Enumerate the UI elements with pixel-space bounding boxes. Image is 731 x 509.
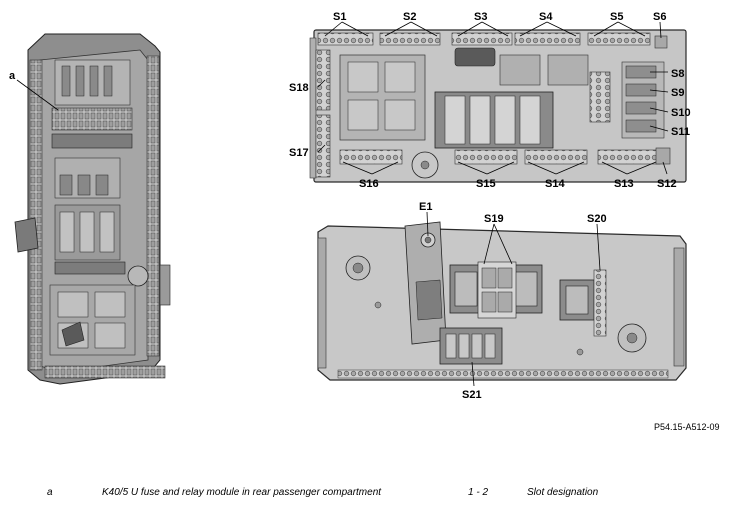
label-s3: S3 [474,11,487,23]
label-s2: S2 [403,11,416,23]
label-s13: S13 [614,178,634,190]
label-s12: S12 [657,178,677,190]
label-e1: E1 [419,201,432,213]
leader-line-a [16,79,59,111]
figure-reference-code: P54.15-A512-09 [654,422,720,432]
label-s8: S8 [671,68,684,80]
label-s18: S18 [289,82,309,94]
label-s11: S11 [671,126,690,138]
legend-description-a: K40/5 U fuse and relay module in rear pa… [102,487,382,498]
label-s6: S6 [653,11,666,23]
legend-key-a: a [47,487,53,498]
label-a: a [9,70,16,82]
label-s14: S14 [545,178,565,190]
fuse-box-bottom-view [317,221,687,381]
label-s19: S19 [484,213,504,225]
legend-description-slots: Slot designation [527,487,599,498]
label-s5: S5 [610,11,623,23]
label-s21: S21 [462,389,482,401]
bottom-leader-lines [426,211,601,387]
label-s20: S20 [587,213,607,225]
label-s9: S9 [671,87,684,99]
label-s4: S4 [539,11,553,23]
label-s17: S17 [289,147,309,159]
label-s10: S10 [671,107,691,119]
top-leader-lines [317,21,669,175]
label-s16: S16 [359,178,379,190]
label-s15: S15 [476,178,496,190]
legend-key-slots: 1 - 2 [468,487,489,498]
label-s1: S1 [333,11,346,23]
fuse-box-top-view [309,29,687,183]
module-3d-view [14,33,171,385]
